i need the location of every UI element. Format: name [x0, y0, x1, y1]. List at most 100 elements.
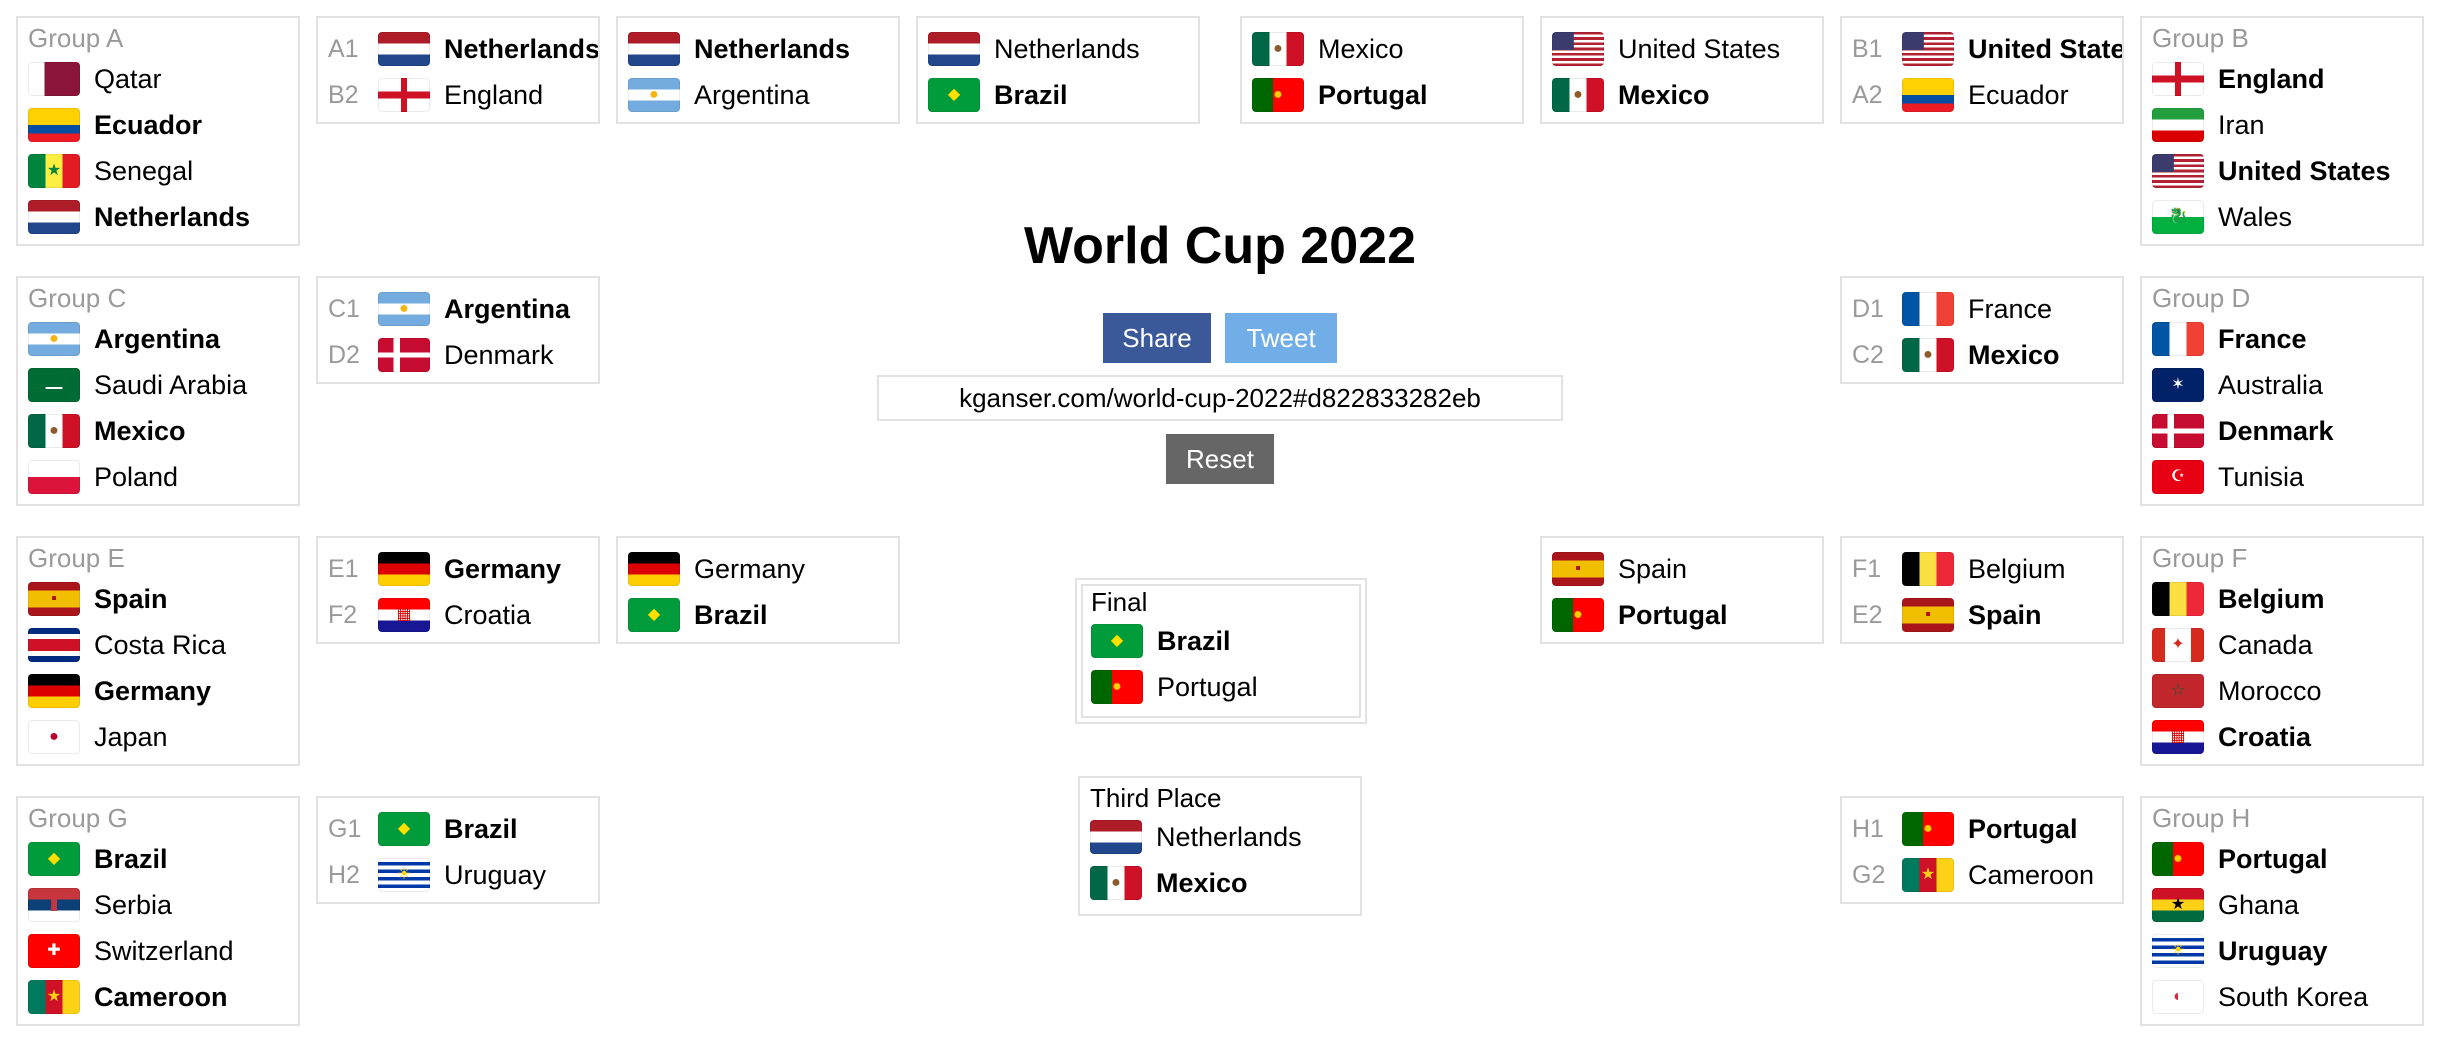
match-team-1[interactable]: Netherlands	[628, 26, 898, 72]
team-name: Mexico	[94, 415, 186, 446]
match-team-2[interactable]: ●Mexico	[1552, 72, 1822, 118]
group-d-team-1[interactable]: France	[2152, 316, 2422, 362]
group-title: Group B	[2152, 23, 2249, 53]
group-a-team-2[interactable]: Ecuador	[28, 102, 298, 148]
team-name: Argentina	[94, 323, 221, 354]
third-place-team-1[interactable]: Netherlands	[1090, 814, 1360, 860]
match-team-1[interactable]: C1●Argentina	[328, 286, 598, 332]
group-b-team-1[interactable]: England	[2152, 56, 2422, 102]
portugal-flag-icon: ●	[1552, 598, 1604, 632]
flag-emblem: ◆	[47, 850, 61, 867]
match-team-2[interactable]: F2▦Croatia	[328, 592, 598, 638]
match-team-1[interactable]: Germany	[628, 546, 898, 592]
final-team-1[interactable]: ◆Brazil	[1091, 618, 1357, 664]
share-url-field[interactable]	[877, 375, 1563, 421]
tweet-button[interactable]: Tweet	[1225, 313, 1337, 363]
group-h-team-2[interactable]: ★Ghana	[2152, 882, 2422, 928]
match-team-1[interactable]: G1◆Brazil	[328, 806, 598, 852]
group-g-team-1[interactable]: ◆Brazil	[28, 836, 298, 882]
group-h-team-4[interactable]: ◐South Korea	[2152, 974, 2422, 1020]
portugal-flag-icon: ●	[2152, 842, 2204, 876]
group-f-team-2[interactable]: ✦ Canada	[2152, 622, 2422, 668]
group-h-team-3[interactable]: ☀Uruguay	[2152, 928, 2422, 974]
group-a-team-3[interactable]: ★Senegal	[28, 148, 298, 194]
team-name: United States	[1618, 33, 1781, 64]
group-h-team-1[interactable]: ●Portugal	[2152, 836, 2422, 882]
team-name: Germany	[694, 553, 806, 584]
match-team-2[interactable]: ◆Brazil	[928, 72, 1198, 118]
match-team-1[interactable]: ▪Spain	[1552, 546, 1822, 592]
third-place-team-2[interactable]: ●Mexico	[1090, 860, 1360, 906]
match-team-2[interactable]: E2▪Spain	[1852, 592, 2122, 638]
match-team-2[interactable]: H2☀Uruguay	[328, 852, 598, 898]
team-name: Denmark	[444, 339, 554, 370]
group-b-team-3[interactable]: United States	[2152, 148, 2422, 194]
group-c-team-1[interactable]: ●Argentina	[28, 316, 298, 362]
group-e-team-2[interactable]: Costa Rica	[28, 622, 298, 668]
group-f-team-4[interactable]: ▦Croatia	[2152, 714, 2422, 760]
share-button[interactable]: Share	[1103, 313, 1211, 363]
team-name: Iran	[2218, 109, 2265, 140]
group-g-team-3[interactable]: ✚Switzerland	[28, 928, 298, 974]
reset-button[interactable]: Reset	[1166, 434, 1274, 484]
final-box: Final ◆Brazil ●Portugal	[1075, 578, 1367, 724]
group-c-team-4[interactable]: Poland	[28, 454, 298, 500]
match-team-2[interactable]: ◆Brazil	[628, 592, 898, 638]
group-e-team-1[interactable]: ▪Spain	[28, 576, 298, 622]
canada-flag-icon: ✦	[2152, 628, 2204, 662]
group-f-team-3[interactable]: ☆Morocco	[2152, 668, 2422, 714]
group-g-team-2[interactable]: ▮Serbia	[28, 882, 298, 928]
group-d-team-2[interactable]: ✶Australia	[2152, 362, 2422, 408]
match-team-2[interactable]: G2★Cameroon	[1852, 852, 2122, 898]
flag-emblem: ▦	[2170, 728, 2186, 745]
team-name: Netherlands	[1156, 821, 1302, 852]
flag-emblem: ▮	[49, 896, 59, 913]
ghana-flag-icon: ★	[2152, 888, 2204, 922]
team-name: Germany	[94, 675, 212, 706]
seed-label: G2	[1852, 860, 1886, 889]
group-a-team-4[interactable]: Netherlands	[28, 194, 298, 240]
group-b-team-2[interactable]: Iran	[2152, 102, 2422, 148]
match-team-1[interactable]: Netherlands	[928, 26, 1198, 72]
ecuador-flag-icon	[1902, 78, 1954, 112]
match-team-2[interactable]: ●Portugal	[1252, 72, 1522, 118]
group-d-box: Group D France ✶Australia Denmark ☪Tunis…	[2140, 276, 2424, 506]
group-d-team-3[interactable]: Denmark	[2152, 408, 2422, 454]
group-e-team-4[interactable]: ●Japan	[28, 714, 298, 760]
denmark-flag-icon	[2152, 414, 2204, 448]
final-team-2[interactable]: ●Portugal	[1091, 664, 1357, 710]
group-e-team-3[interactable]: Germany	[28, 668, 298, 714]
match-team-1[interactable]: H1●Portugal	[1852, 806, 2122, 852]
match-team-2[interactable]: ●Argentina	[628, 72, 898, 118]
group-d-team-4[interactable]: ☪Tunisia	[2152, 454, 2422, 500]
switzerland-flag-icon: ✚	[28, 934, 80, 968]
group-f-team-1[interactable]: Belgium	[2152, 576, 2422, 622]
match-team-2[interactable]: ●Portugal	[1552, 592, 1822, 638]
match-team-2[interactable]: C2●Mexico	[1852, 332, 2122, 378]
team-name: Canada	[2218, 629, 2313, 660]
group-b-team-4[interactable]: 🐉Wales	[2152, 194, 2422, 240]
team-name: Portugal	[1318, 79, 1428, 110]
team-name: Spain	[1618, 553, 1688, 584]
japan-flag-icon: ●	[28, 720, 80, 754]
group-g-team-4[interactable]: ★Cameroon	[28, 974, 298, 1020]
team-name: Ecuador	[1968, 79, 2069, 110]
team-name: Netherlands	[444, 33, 598, 64]
team-name: England	[2218, 63, 2325, 94]
match-team-1[interactable]: United States	[1552, 26, 1822, 72]
match-team-1[interactable]: ●Mexico	[1252, 26, 1522, 72]
group-c-team-3[interactable]: ●Mexico	[28, 408, 298, 454]
germany-flag-icon	[378, 552, 430, 586]
united-states-flag-icon	[1902, 32, 1954, 66]
group-a-team-1[interactable]: Qatar	[28, 56, 298, 102]
